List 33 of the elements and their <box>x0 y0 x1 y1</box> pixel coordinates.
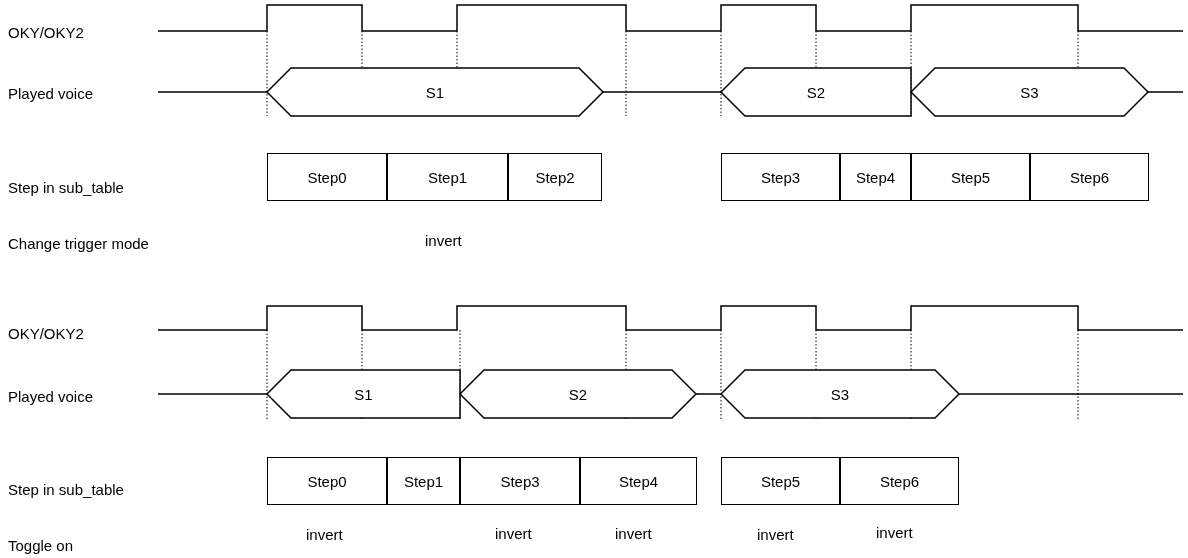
mode-note: invert <box>306 525 343 543</box>
signal-segment: S3 <box>911 68 1148 116</box>
step-box: Step6 <box>840 457 959 505</box>
row-label: Step in sub_table <box>8 178 124 196</box>
step-box: Step3 <box>721 153 840 201</box>
signal-segment: S2 <box>721 68 911 116</box>
step-box: Step6 <box>1030 153 1149 201</box>
signal-segment: S2 <box>460 370 696 418</box>
row-label: OKY/OKY2 <box>8 324 84 342</box>
step-box: Step4 <box>580 457 697 505</box>
step-box: Step5 <box>911 153 1030 201</box>
row-label: Played voice <box>8 84 94 102</box>
mode-note: invert <box>876 523 913 541</box>
row-label: Played voice <box>8 387 94 405</box>
mode-note: invert <box>757 525 794 543</box>
signal-segment: S1 <box>267 370 460 418</box>
step-box: Step5 <box>721 457 840 505</box>
row-label: OKY/OKY2 <box>8 23 84 41</box>
step-box: Step0 <box>267 457 387 505</box>
row-label: Step in sub_table <box>8 480 124 498</box>
row-label: Toggle on <box>8 536 74 554</box>
mode-note: invert <box>425 231 462 249</box>
step-box: Step3 <box>460 457 580 505</box>
row-label: Change trigger mode <box>8 234 149 252</box>
signal-segment: S3 <box>721 370 959 418</box>
step-box: Step4 <box>840 153 911 201</box>
mode-note: invert <box>495 524 532 542</box>
mode-note: invert <box>615 524 652 542</box>
step-box: Step1 <box>387 457 460 505</box>
step-box: Step1 <box>387 153 508 201</box>
signal-segment: S1 <box>267 68 603 116</box>
step-box: Step0 <box>267 153 387 201</box>
step-box: Step2 <box>508 153 602 201</box>
